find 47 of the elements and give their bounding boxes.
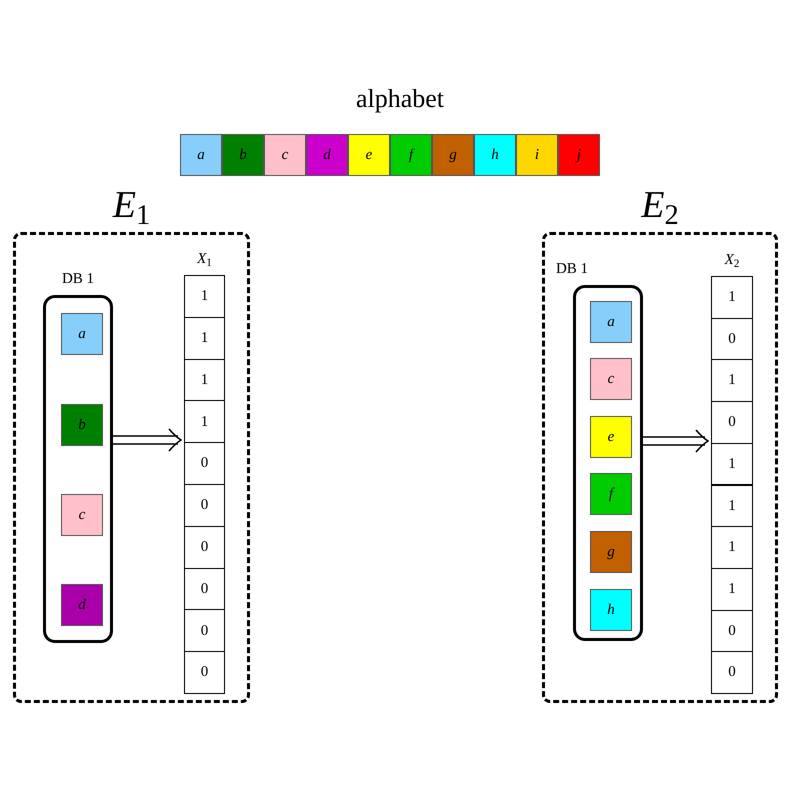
letter-square: c [61, 494, 103, 536]
bit-cell: 0 [184, 609, 225, 652]
vector-label: X$_{2}$ [724, 253, 740, 268]
bit-cell: 1 [711, 484, 753, 528]
bit-cell: 1 [711, 442, 753, 486]
letter-square: f [590, 473, 632, 515]
bit-cell: 1 [184, 275, 225, 318]
bit-cell: 1 [711, 526, 753, 569]
letter-square: f [390, 134, 432, 176]
bit-cell: 0 [711, 401, 753, 444]
letter-square: c [590, 358, 632, 400]
bit-cell: 1 [184, 358, 225, 402]
letter-square: d [306, 134, 348, 176]
letter-square: h [474, 134, 516, 176]
database-label: DB 1 [62, 272, 94, 287]
letter-square: j [558, 134, 600, 176]
group-heading: E$_{1}$ [112, 186, 150, 224]
letter-square: e [590, 416, 632, 458]
vector-label: X$_{1}$ [197, 252, 212, 267]
bit-cell: 0 [711, 651, 753, 694]
letter-square: a [61, 313, 103, 355]
bit-cell: 0 [184, 568, 225, 610]
bit-cell: 0 [711, 318, 753, 360]
letter-square: e [348, 134, 390, 176]
bit-cell: 1 [711, 359, 753, 402]
bit-cell: 1 [184, 400, 225, 444]
alphabet-label: alphabet [356, 86, 444, 112]
letter-square: b [222, 134, 264, 176]
bit-cell: 0 [711, 610, 753, 652]
letter-square: d [61, 584, 103, 626]
bit-cell: 0 [184, 442, 225, 485]
bit-cell: 0 [184, 526, 225, 569]
letter-square: b [61, 404, 103, 446]
database-label: DB 1 [556, 262, 588, 277]
bit-cell: 0 [184, 651, 225, 694]
bit-cell: 0 [184, 484, 225, 527]
letter-square: h [590, 589, 632, 631]
letter-square: g [432, 134, 474, 176]
bit-cell: 1 [184, 316, 225, 360]
group-heading: E$_{2}$ [641, 186, 679, 224]
letter-square: g [590, 531, 632, 573]
bit-cell: 1 [711, 568, 753, 611]
letter-square: i [516, 134, 558, 176]
bit-cell: 1 [711, 276, 753, 319]
letter-square: a [180, 134, 222, 176]
letter-square: a [590, 301, 632, 343]
letter-square: c [264, 134, 306, 176]
